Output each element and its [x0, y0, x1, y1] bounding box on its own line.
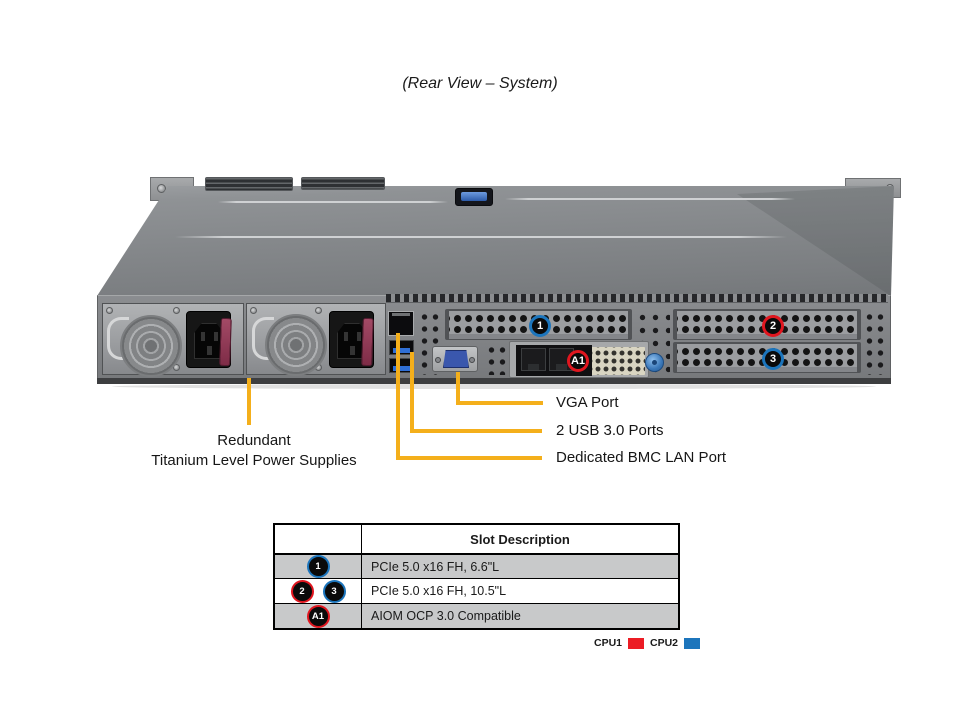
- table-row: 2 3 PCIe 5.0 x16 FH, 10.5"L: [275, 578, 678, 603]
- slot-3-badge: 3: [762, 348, 784, 370]
- aiom-perforated-bracket: [592, 347, 645, 375]
- table-header-slot-cell: [275, 525, 362, 553]
- screw-icon: [173, 307, 180, 314]
- psu-handle: [107, 317, 129, 360]
- vga-callout-line: [456, 372, 460, 405]
- screw-icon: [469, 357, 475, 363]
- slot-a1-badge: A1: [306, 604, 330, 628]
- screw-icon: [315, 307, 322, 314]
- vent-holes: [486, 344, 508, 375]
- usb-tongue: [393, 366, 410, 371]
- rear-vent-strip: [386, 294, 888, 303]
- cpu2-color-swatch: [684, 637, 701, 649]
- bmc-lan-port: [388, 311, 414, 336]
- lid-groove: [175, 236, 787, 238]
- slot-1-badge: 1: [529, 315, 551, 337]
- usb-tongue: [393, 348, 410, 353]
- psu-fan-grille: [265, 314, 327, 376]
- screw-icon: [435, 357, 441, 363]
- vga-port-label: VGA Port: [556, 394, 619, 411]
- usb-callout-line: [410, 429, 542, 433]
- slot-cell: A1: [275, 604, 362, 628]
- pin: [214, 332, 218, 341]
- table-row: A1 AIOM OCP 3.0 Compatible: [275, 603, 678, 628]
- bracket-lip: [677, 367, 857, 372]
- cpu1-color-swatch: [628, 637, 645, 649]
- table-header-description: Slot Description: [470, 531, 570, 547]
- rj45-notch: [556, 364, 567, 370]
- psu-release-lever: [361, 317, 374, 367]
- vga-callout-line: [456, 401, 543, 405]
- thumbscrew-center: [652, 360, 657, 365]
- psu-release-lever: [219, 317, 232, 367]
- top-vent-grille: [301, 177, 385, 190]
- power-supply-2: [246, 303, 386, 376]
- psu-label-line2: Titanium Level Power Supplies: [151, 451, 357, 469]
- slot-description: PCIe 5.0 x16 FH, 10.5"L: [371, 584, 507, 598]
- slot-description-table: Slot Description 1 PCIe 5.0 x16 FH, 6.6"…: [273, 523, 680, 630]
- screw-icon: [173, 364, 180, 371]
- psu-fan-grille: [120, 315, 182, 377]
- pin: [207, 346, 212, 355]
- table-row: 1 PCIe 5.0 x16 FH, 6.6"L: [275, 553, 678, 578]
- slot-a1-badge: A1: [567, 350, 589, 372]
- lan-port-1: [521, 348, 546, 371]
- psu-label: Redundant Titanium Level Power Supplies: [128, 431, 380, 470]
- bmc-lan-label: Dedicated BMC LAN Port: [556, 449, 727, 466]
- cpu2-legend-label: CPU2: [650, 637, 679, 649]
- rj45-contacts: [392, 313, 410, 316]
- pin: [344, 332, 348, 341]
- usb-port-1: [389, 340, 414, 355]
- cpu-legend: CPU1 CPU2: [594, 637, 701, 649]
- pin: [201, 332, 205, 341]
- bmc-callout-line: [396, 333, 400, 460]
- psu-callout-line: [247, 378, 251, 425]
- power-supply-1: [102, 303, 244, 377]
- chassis-top-cover: [97, 186, 894, 296]
- slot-description: PCIe 5.0 x16 FH, 6.6"L: [371, 559, 500, 574]
- psu-handle: [252, 317, 274, 360]
- thumbscrew: [645, 353, 664, 372]
- slot-1-badge: 1: [306, 555, 330, 578]
- slot-2-badge: 2: [762, 315, 784, 337]
- lid-groove: [218, 201, 448, 203]
- bmc-callout-line: [396, 456, 542, 460]
- cover-release-latch: [455, 188, 493, 206]
- psu-label-line1: Redundant: [217, 432, 291, 449]
- slot-2-badge: 2: [290, 579, 314, 603]
- page-title: (Rear View – System): [402, 75, 558, 92]
- chassis-bottom-edge: [97, 378, 891, 384]
- pin: [350, 346, 355, 355]
- usb-callout-line: [410, 352, 414, 433]
- rj45-notch: [528, 364, 539, 370]
- usb-ports-label: 2 USB 3.0 Ports: [556, 422, 664, 439]
- slot-cell: 1: [275, 555, 362, 578]
- top-vent-grille: [205, 177, 293, 191]
- pin: [357, 332, 361, 341]
- screw-icon: [106, 307, 113, 314]
- bracket-lip: [677, 334, 857, 339]
- lid-shading-facet: [737, 186, 894, 296]
- c14-socket: [194, 323, 224, 359]
- latch-button: [461, 192, 487, 201]
- table-header-row: Slot Description: [275, 525, 678, 553]
- slot-3-badge: 3: [322, 579, 346, 603]
- slot-description: AIOM OCP 3.0 Compatible: [371, 609, 521, 623]
- vga-connector: [443, 350, 469, 368]
- cpu1-legend-label: CPU1: [594, 637, 623, 649]
- lid-groove: [505, 198, 795, 200]
- vent-holes: [864, 311, 887, 375]
- screw-icon: [157, 184, 166, 193]
- vga-port: [432, 346, 478, 372]
- slot-cell: 2 3: [275, 579, 362, 603]
- screw-icon: [250, 307, 257, 314]
- shadow: [112, 384, 876, 389]
